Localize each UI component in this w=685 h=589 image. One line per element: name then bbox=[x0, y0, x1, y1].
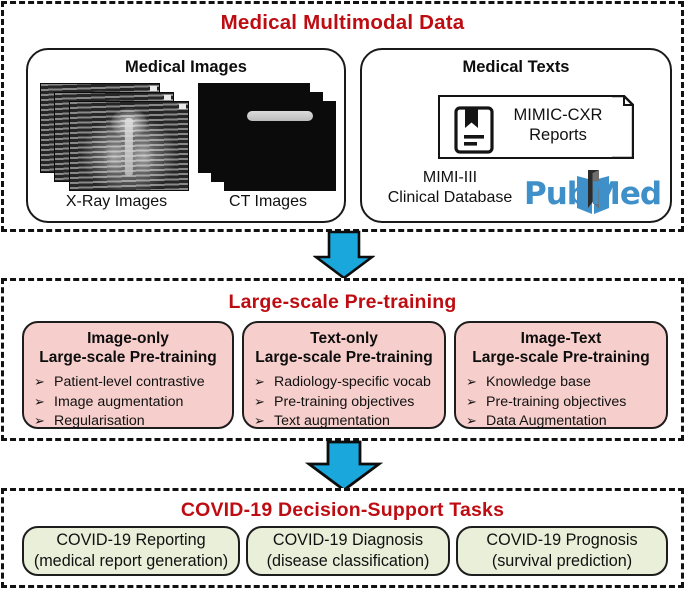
mimic-iii-line1: MIMI-III bbox=[422, 169, 478, 186]
pubmed-text-med: Med bbox=[590, 176, 662, 212]
card-title-line2: Large-scale Pre-training bbox=[472, 349, 650, 366]
bullet-list-image-text: ➢ Knowledge base ➢ Pre-training objectives… bbox=[466, 373, 660, 432]
task-line1: COVID-19 Diagnosis bbox=[272, 531, 424, 549]
card-title-line1: Image-Text bbox=[520, 330, 602, 347]
bullet-arrow-icon: ➢ bbox=[466, 375, 477, 390]
bullet-label: Data Augmentation bbox=[486, 413, 607, 430]
bullet-arrow-icon: ➢ bbox=[34, 375, 45, 390]
bullet-item: ➢ Knowledge base bbox=[466, 373, 660, 393]
bullet-arrow-icon: ➢ bbox=[254, 375, 265, 390]
bullet-label: Radiology-specific vocab bbox=[274, 374, 431, 390]
section-title-pretraining: Large-scale Pre-training bbox=[228, 291, 457, 313]
task-card-text: COVID-19 Reporting (medical report gener… bbox=[24, 530, 238, 572]
bullet-arrow-icon: ➢ bbox=[466, 414, 477, 430]
mimic-cxr-document-box: MIMIC-CXR Reports bbox=[438, 95, 614, 159]
arrow-down-data-to-pretraining bbox=[313, 230, 375, 280]
bullet-arrow-icon: ➢ bbox=[34, 414, 45, 430]
covid-decision-support-tasks-section: COVID-19 Decision-Support Tasks COVID-19… bbox=[1, 488, 684, 588]
bullet-item: ➢ Image augmentation bbox=[34, 393, 226, 413]
card-title-line2: Large-scale Pre-training bbox=[39, 349, 217, 366]
bullet-label: Pre-training objectives bbox=[274, 393, 415, 410]
medical-texts-panel: Medical Texts MIMIC-CXR Reports MIMI- bbox=[360, 48, 672, 223]
medical-multimodal-data-section: Medical Multimodal Data Medical Images X… bbox=[1, 1, 684, 232]
large-scale-pretraining-section: Large-scale Pre-training Image-only Larg… bbox=[1, 278, 684, 441]
card-title-line1: Text-only bbox=[310, 330, 378, 347]
xray-image-stack bbox=[40, 83, 189, 191]
card-title-line1: Image-only bbox=[87, 330, 169, 347]
ct-caption: CT Images bbox=[229, 193, 307, 210]
card-title-line2: Large-scale Pre-training bbox=[255, 349, 433, 366]
section-title-data: Medical Multimodal Data bbox=[220, 11, 465, 34]
card-title-image-only: Image-only Large-scale Pre-training bbox=[24, 329, 232, 367]
bullet-label: Image augmentation bbox=[54, 393, 184, 410]
xray-sheet-front bbox=[69, 101, 189, 191]
bullet-item: ➢ Radiology-specific vocab bbox=[254, 373, 438, 393]
bullet-item: ➢ Regularisation bbox=[34, 412, 226, 432]
bullet-list-image-only: ➢ Patient-level contrastive ➢ Image augmen… bbox=[34, 373, 226, 432]
pretraining-card-text-only: Text-only Large-scale Pre-training ➢ Radi… bbox=[242, 321, 446, 429]
ct-image-stack bbox=[198, 83, 338, 191]
mimic-cxr-document-text: MIMIC-CXR Reports bbox=[502, 105, 614, 145]
task-line2: (disease classification) bbox=[266, 552, 430, 570]
bullet-item: ➢ Patient-level contrastive bbox=[34, 373, 226, 393]
mimic-cxr-line1: MIMIC-CXR bbox=[513, 106, 603, 124]
task-line1: COVID-19 Prognosis bbox=[486, 531, 638, 549]
pretraining-card-image-text: Image-Text Large-scale Pre-training ➢ Kno… bbox=[454, 321, 668, 429]
bullet-label: Pre-training objectives bbox=[486, 393, 627, 410]
bullet-arrow-icon: ➢ bbox=[254, 414, 265, 430]
bullet-item: ➢ Pre-training objectives bbox=[254, 393, 438, 413]
task-line2: (survival prediction) bbox=[491, 552, 633, 570]
task-card-text: COVID-19 Diagnosis (disease classificati… bbox=[248, 530, 448, 572]
task-line1: COVID-19 Reporting bbox=[56, 531, 206, 549]
open-book-icon bbox=[577, 170, 609, 214]
section-title-tasks: COVID-19 Decision-Support Tasks bbox=[180, 499, 505, 521]
task-line2: (medical report generation) bbox=[33, 552, 229, 570]
bullet-label: Knowledge base bbox=[486, 374, 591, 390]
bullet-list-text-only: ➢ Radiology-specific vocab ➢ Pre-training … bbox=[254, 373, 438, 432]
medical-images-title: Medical Images bbox=[125, 58, 247, 76]
card-title-image-text: Image-Text Large-scale Pre-training bbox=[456, 329, 666, 367]
medical-images-panel: Medical Images X-Ray Images CT Images bbox=[26, 48, 346, 223]
mimic-cxr-line2: Reports bbox=[529, 126, 587, 144]
pubmed-logo: Pub Med bbox=[522, 168, 670, 218]
task-card-prognosis: COVID-19 Prognosis (survival prediction) bbox=[456, 526, 668, 576]
document-folded-corner-icon bbox=[612, 95, 634, 159]
bullet-label: Patient-level contrastive bbox=[54, 374, 205, 390]
mimic-iii-label: MIMI-III Clinical Database bbox=[374, 168, 526, 208]
bullet-item: ➢ Data Augmentation bbox=[466, 412, 660, 432]
bullet-arrow-icon: ➢ bbox=[34, 394, 45, 410]
ct-sheet-front bbox=[224, 101, 336, 191]
bullet-item: ➢ Text augmentation bbox=[254, 412, 438, 432]
task-card-reporting: COVID-19 Reporting (medical report gener… bbox=[22, 526, 240, 576]
pretraining-card-image-only: Image-only Large-scale Pre-training ➢ Pat… bbox=[22, 321, 234, 429]
card-title-text-only: Text-only Large-scale Pre-training bbox=[244, 329, 444, 367]
book-icon bbox=[454, 106, 494, 159]
bullet-arrow-icon: ➢ bbox=[254, 394, 265, 410]
task-card-diagnosis: COVID-19 Diagnosis (disease classificati… bbox=[246, 526, 450, 576]
arrow-down-pretraining-to-tasks bbox=[305, 440, 383, 492]
bullet-arrow-icon: ➢ bbox=[466, 394, 477, 410]
medical-texts-title: Medical Texts bbox=[462, 58, 570, 76]
xray-caption: X-Ray Images bbox=[65, 193, 168, 210]
mimic-iii-line2: Clinical Database bbox=[387, 189, 513, 206]
task-card-text: COVID-19 Prognosis (survival prediction) bbox=[458, 530, 666, 572]
bullet-label: Regularisation bbox=[54, 413, 145, 430]
bullet-label: Text augmentation bbox=[274, 413, 390, 430]
bullet-item: ➢ Pre-training objectives bbox=[466, 393, 660, 413]
